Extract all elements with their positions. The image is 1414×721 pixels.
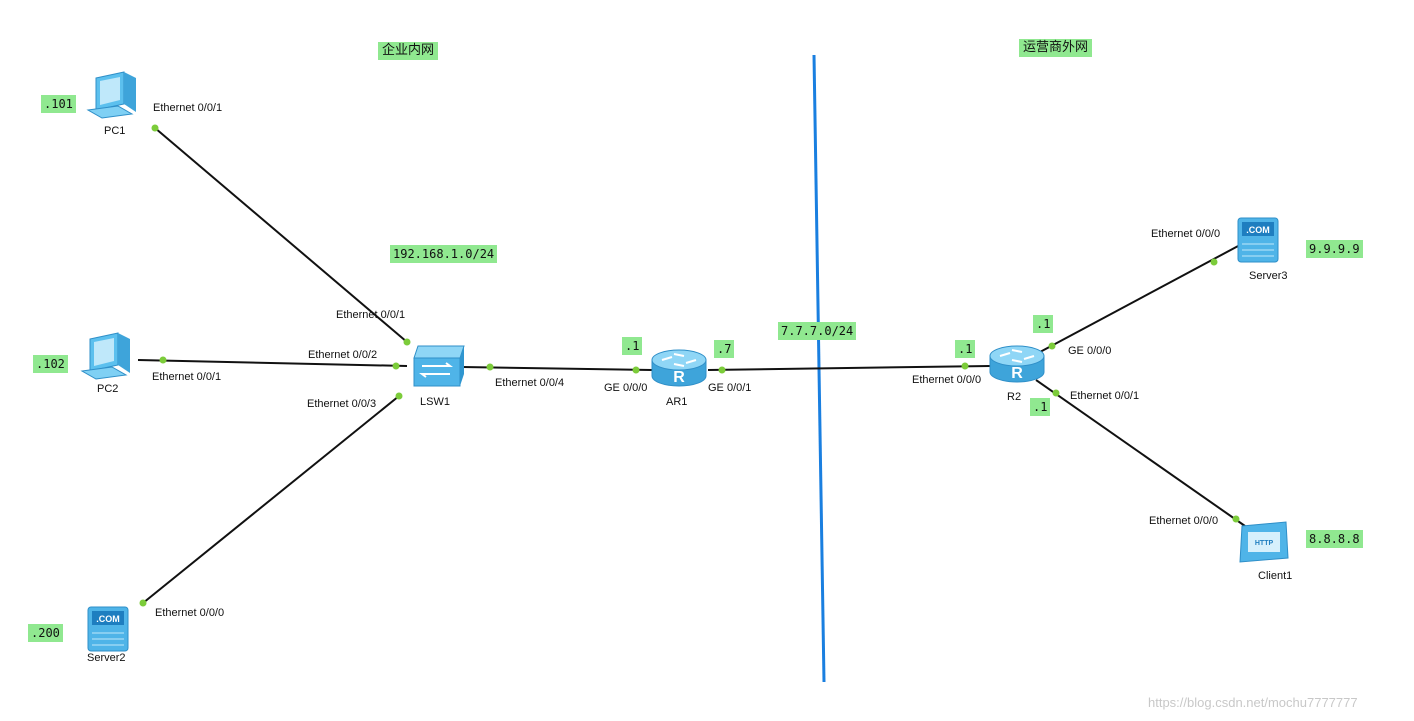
r2-left-ip-label: .1 bbox=[955, 340, 976, 358]
ar1-router-glyph: R bbox=[673, 369, 685, 386]
port-label: Ethernet 0/0/0 bbox=[1149, 515, 1219, 527]
client1-name: Client1 bbox=[1258, 570, 1293, 582]
port-label: Ethernet 0/0/1 bbox=[152, 371, 222, 383]
server2-screen-text: .COM bbox=[96, 614, 120, 624]
r2-name: R2 bbox=[1007, 391, 1022, 403]
lsw1-switch-icon[interactable] bbox=[413, 345, 465, 387]
link-r2-server3 bbox=[1039, 244, 1241, 353]
network-label-wan: 7.7.7.0/24 bbox=[778, 322, 857, 340]
port-label: GE 0/0/0 bbox=[604, 382, 648, 394]
zone-label-isp: 运营商外网 bbox=[1019, 39, 1093, 57]
r2-router-icon[interactable]: R bbox=[989, 345, 1045, 383]
server3-ip-label: 9.9.9.9 bbox=[1306, 240, 1363, 258]
link-pc1-lsw1 bbox=[154, 127, 408, 343]
pc2-ip-label: .102 bbox=[33, 355, 68, 373]
port-dot bbox=[632, 366, 640, 374]
pc2-computer-icon[interactable] bbox=[80, 332, 130, 380]
port-dot bbox=[1210, 258, 1218, 266]
link-server2-lsw1 bbox=[142, 395, 400, 604]
r2-up-ip-label: .1 bbox=[1033, 315, 1054, 333]
port-dot bbox=[151, 124, 159, 132]
port-dot bbox=[1052, 389, 1060, 397]
port-label: Ethernet 0/0/3 bbox=[307, 398, 377, 410]
port-label: Ethernet 0/0/1 bbox=[1070, 390, 1140, 402]
server2-name: Server2 bbox=[87, 652, 126, 664]
port-dot bbox=[486, 363, 494, 371]
network-label-lan: 192.168.1.0/24 bbox=[390, 245, 498, 263]
link-pc2-lsw1 bbox=[137, 359, 408, 367]
port-dots bbox=[139, 124, 1240, 607]
server2-server-icon[interactable]: .COM bbox=[87, 606, 129, 652]
pc2-name: PC2 bbox=[97, 383, 119, 395]
client1-ip-label: 8.8.8.8 bbox=[1306, 530, 1363, 548]
ar1-router-icon[interactable]: R bbox=[651, 349, 707, 387]
server3-screen-text: .COM bbox=[1246, 225, 1270, 235]
port-label: Ethernet 0/0/0 bbox=[155, 607, 225, 619]
port-dot bbox=[403, 338, 411, 346]
ar1-name: AR1 bbox=[666, 396, 688, 408]
pc1-name: PC1 bbox=[104, 125, 126, 137]
r2-router-glyph: R bbox=[1011, 365, 1023, 382]
pc1-computer-icon[interactable] bbox=[86, 71, 136, 119]
port-label: Ethernet 0/0/0 bbox=[1151, 228, 1221, 240]
port-dot bbox=[718, 366, 726, 374]
port-dot bbox=[392, 362, 400, 370]
port-dot bbox=[139, 599, 147, 607]
port-label: Ethernet 0/0/4 bbox=[495, 377, 565, 389]
link-ar1-r2 bbox=[707, 365, 991, 371]
client1-screen-text: HTTP bbox=[1255, 540, 1274, 547]
port-label: Ethernet 0/0/1 bbox=[153, 102, 223, 114]
port-label: GE 0/0/0 bbox=[1068, 345, 1112, 357]
ar1-right-ip-label: .7 bbox=[714, 340, 735, 358]
link-r2-client1 bbox=[1035, 379, 1246, 527]
watermark-text: https://blog.csdn.net/mochu7777777 bbox=[1148, 695, 1358, 710]
zone-label-enterprise: 企业内网 bbox=[378, 42, 439, 60]
port-dot bbox=[961, 362, 969, 370]
port-dot bbox=[1232, 515, 1240, 523]
port-dot bbox=[395, 392, 403, 400]
lsw1-name: LSW1 bbox=[420, 396, 450, 408]
links bbox=[137, 127, 1246, 604]
link-lsw1-ar1 bbox=[461, 366, 653, 371]
server3-name: Server3 bbox=[1249, 270, 1288, 282]
client1-client-icon[interactable]: HTTP bbox=[1239, 521, 1289, 563]
port-label: GE 0/0/1 bbox=[708, 382, 752, 394]
pc1-ip-label: .101 bbox=[41, 95, 76, 113]
port-label: Ethernet 0/0/1 bbox=[336, 309, 406, 321]
ar1-left-ip-label: .1 bbox=[622, 337, 643, 355]
port-label: Ethernet 0/0/0 bbox=[912, 374, 982, 386]
server3-server-icon[interactable]: .COM bbox=[1237, 217, 1279, 263]
port-label: Ethernet 0/0/2 bbox=[308, 349, 378, 361]
port-dot bbox=[1048, 342, 1056, 350]
server2-ip-label: .200 bbox=[28, 624, 63, 642]
r2-down-ip-label: .1 bbox=[1030, 398, 1051, 416]
port-dot bbox=[159, 356, 167, 364]
